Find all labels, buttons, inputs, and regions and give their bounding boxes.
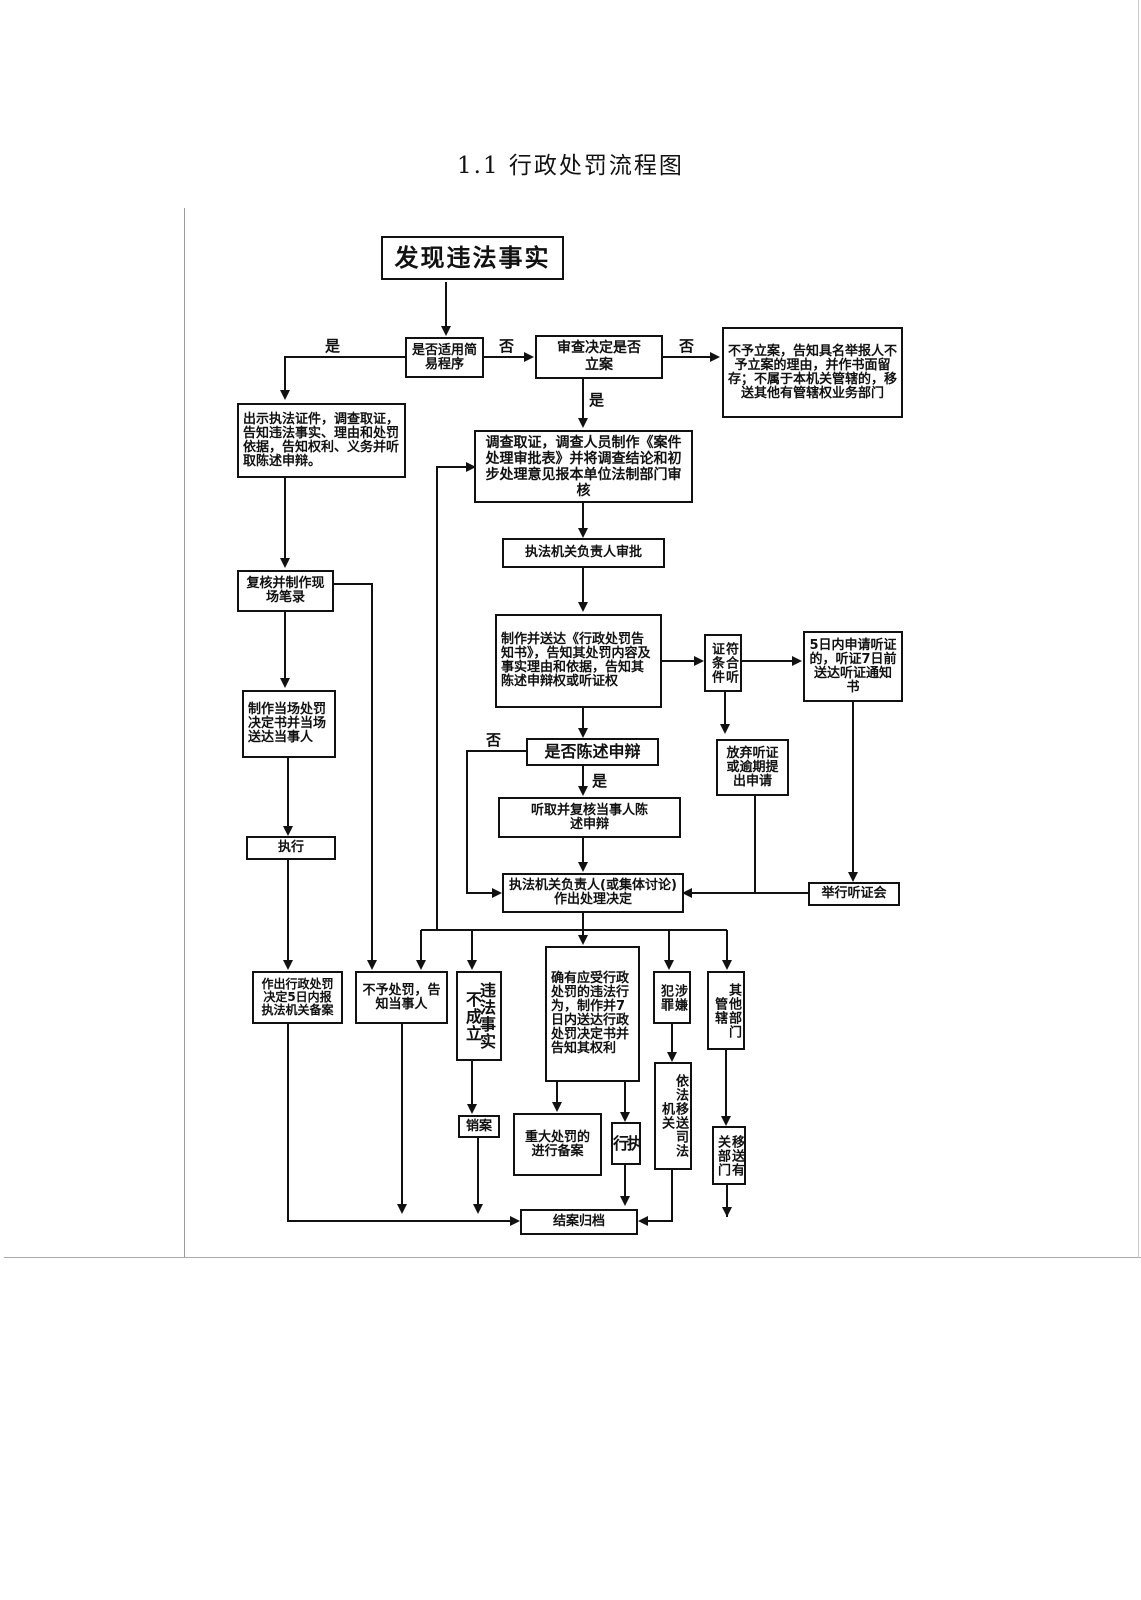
node-execute-left: 执行 <box>246 836 336 860</box>
scan-frame-right <box>1138 0 1139 1258</box>
node-statement-q: 是否陈述申辩 <box>526 738 659 766</box>
node-waive: 放弃听证或逾期提出申请 <box>716 739 789 796</box>
node-no-case: 不予立案，告知具名举报人不予立案的理由，并作书面留存；不属于本机关管辖的，移送其… <box>722 327 903 418</box>
node-file-report: 作出行政处罚决定5日内报执法机关备案 <box>252 971 343 1024</box>
edge-label-review-yes: 是 <box>589 391 605 409</box>
node-review-q: 审查决定是否立案 <box>535 335 663 379</box>
node-execute-mid: 执行 <box>611 1122 641 1165</box>
node-simple-q: 是否适用简易程序 <box>405 337 484 378</box>
node-major-file: 重大处罚的进行备案 <box>513 1113 602 1176</box>
node-hear-review: 听取并复核当事人陈述申辩 <box>498 797 681 838</box>
node-hearing-cond: 符合听证条件 <box>704 634 742 692</box>
node-onsite-decision: 制作当场处罚决定书并当场送达当事人 <box>242 690 336 758</box>
node-hearing-apply: 5日内申请听证的，听证7日前送达听证通知书 <box>803 631 903 702</box>
node-no-penalty: 不予处罚，告知当事人 <box>355 971 448 1024</box>
edge-label-review-no: 否 <box>679 337 695 355</box>
node-notice: 制作并送达《行政处罚告知书》，告知其处罚内容及事实理由和依据，告知其陈述申辩权或… <box>495 614 662 708</box>
node-cancel: 销案 <box>458 1115 500 1138</box>
node-recheck-record: 复核并制作现场笔录 <box>237 570 334 612</box>
node-other-dept: 其他部门管辖 <box>707 971 745 1050</box>
node-penalty: 确有应受行政处罚的违法行为，制作并7日内送达行政处罚决定书并告知其权利 <box>545 946 640 1082</box>
node-hold-hearing: 举行听证会 <box>808 882 900 906</box>
node-crime: 涉嫌犯罪 <box>653 971 691 1024</box>
node-investigate: 调查取证，调查人员制作《案件处理审批表》并将调查结论和初步处理意见报本单位法制部… <box>474 430 693 503</box>
edge-label-simple-yes: 是 <box>325 337 341 355</box>
scan-frame-bottom <box>4 1257 1141 1258</box>
node-head-approve: 执法机关负责人审批 <box>502 538 665 568</box>
page-title: 1.1 行政处罚流程图 <box>457 153 684 179</box>
node-not-established: 违法事实不成立 <box>456 971 502 1061</box>
scan-frame-left <box>184 208 185 1258</box>
node-discover: 发现违法事实 <box>381 236 564 280</box>
edge-label-statement-no: 否 <box>486 731 502 749</box>
edge-label-simple-no: 否 <box>499 337 515 355</box>
node-judicial: 依法移送司法机关 <box>654 1062 692 1170</box>
node-show-cert: 出示执法证件，调查取证，告知违法事实、理由和处罚依据，告知权利、义务并听取陈述申… <box>237 403 406 478</box>
node-decision: 执法机关负责人(或集体讨论)作出处理决定 <box>502 873 684 913</box>
node-close: 结案归档 <box>520 1209 638 1235</box>
edge-label-statement-yes: 是 <box>592 772 608 790</box>
node-transfer: 移送有关部门 <box>712 1126 746 1185</box>
